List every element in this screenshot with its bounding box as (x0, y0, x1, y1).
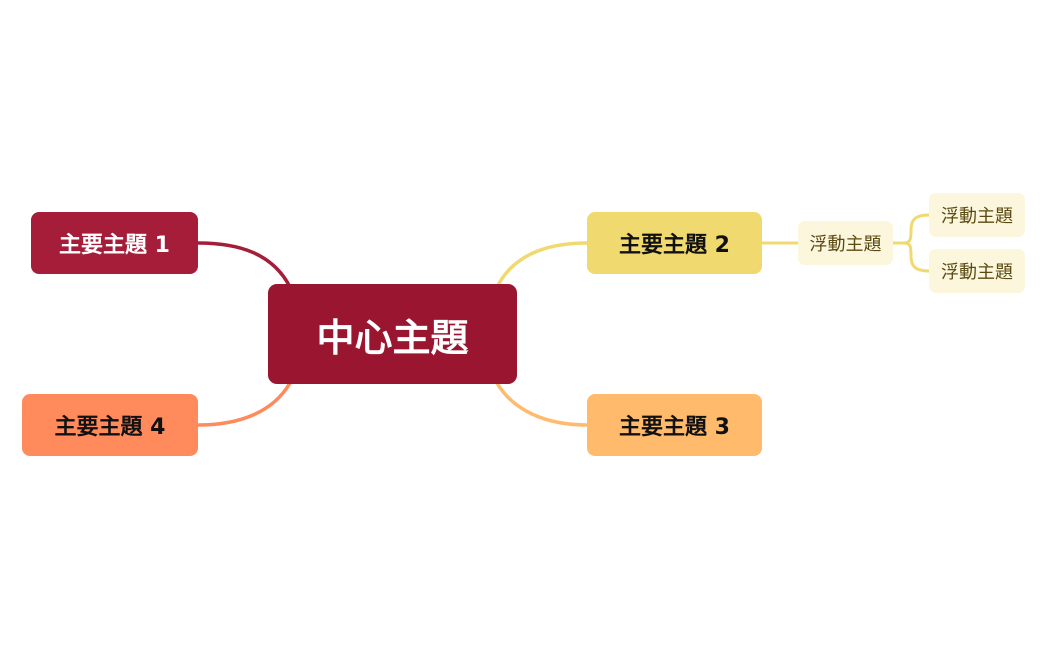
main-topic-3[interactable]: 主要主題 3 (587, 394, 762, 456)
main-topic-2-label: 主要主題 2 (619, 233, 730, 258)
central-topic[interactable]: 中心主題 (268, 284, 517, 384)
connector-central-to-main-1 (196, 241, 292, 289)
connector-floating-to-floating-bottom (902, 241, 931, 273)
central-topic-label: 中心主題 (316, 315, 469, 360)
connector-central-to-main-2 (495, 241, 589, 289)
main-topic-2[interactable]: 主要主題 2 (587, 212, 762, 274)
floating-subtopic-bottom-label: 浮動主題 (941, 262, 1013, 283)
connector-central-to-main-4 (196, 381, 292, 427)
floating-subtopic-bottom[interactable]: 浮動主題 (929, 249, 1025, 293)
floating-topic[interactable]: 浮動主題 (798, 221, 893, 265)
main-topic-4-label: 主要主題 4 (54, 415, 166, 440)
main-topic-1[interactable]: 主要主題 1 (31, 212, 198, 274)
main-topic-3-label: 主要主題 3 (619, 415, 730, 440)
floating-topic-label: 浮動主題 (809, 234, 882, 255)
connector-floating-to-floating-top (891, 213, 931, 245)
floating-subtopic-top-label: 浮動主題 (941, 206, 1013, 227)
main-topic-4[interactable]: 主要主題 4 (22, 394, 198, 456)
main-topic-1-label: 主要主題 1 (59, 233, 170, 258)
floating-subtopic-top[interactable]: 浮動主題 (929, 193, 1025, 237)
connector-central-to-main-3 (495, 381, 589, 427)
